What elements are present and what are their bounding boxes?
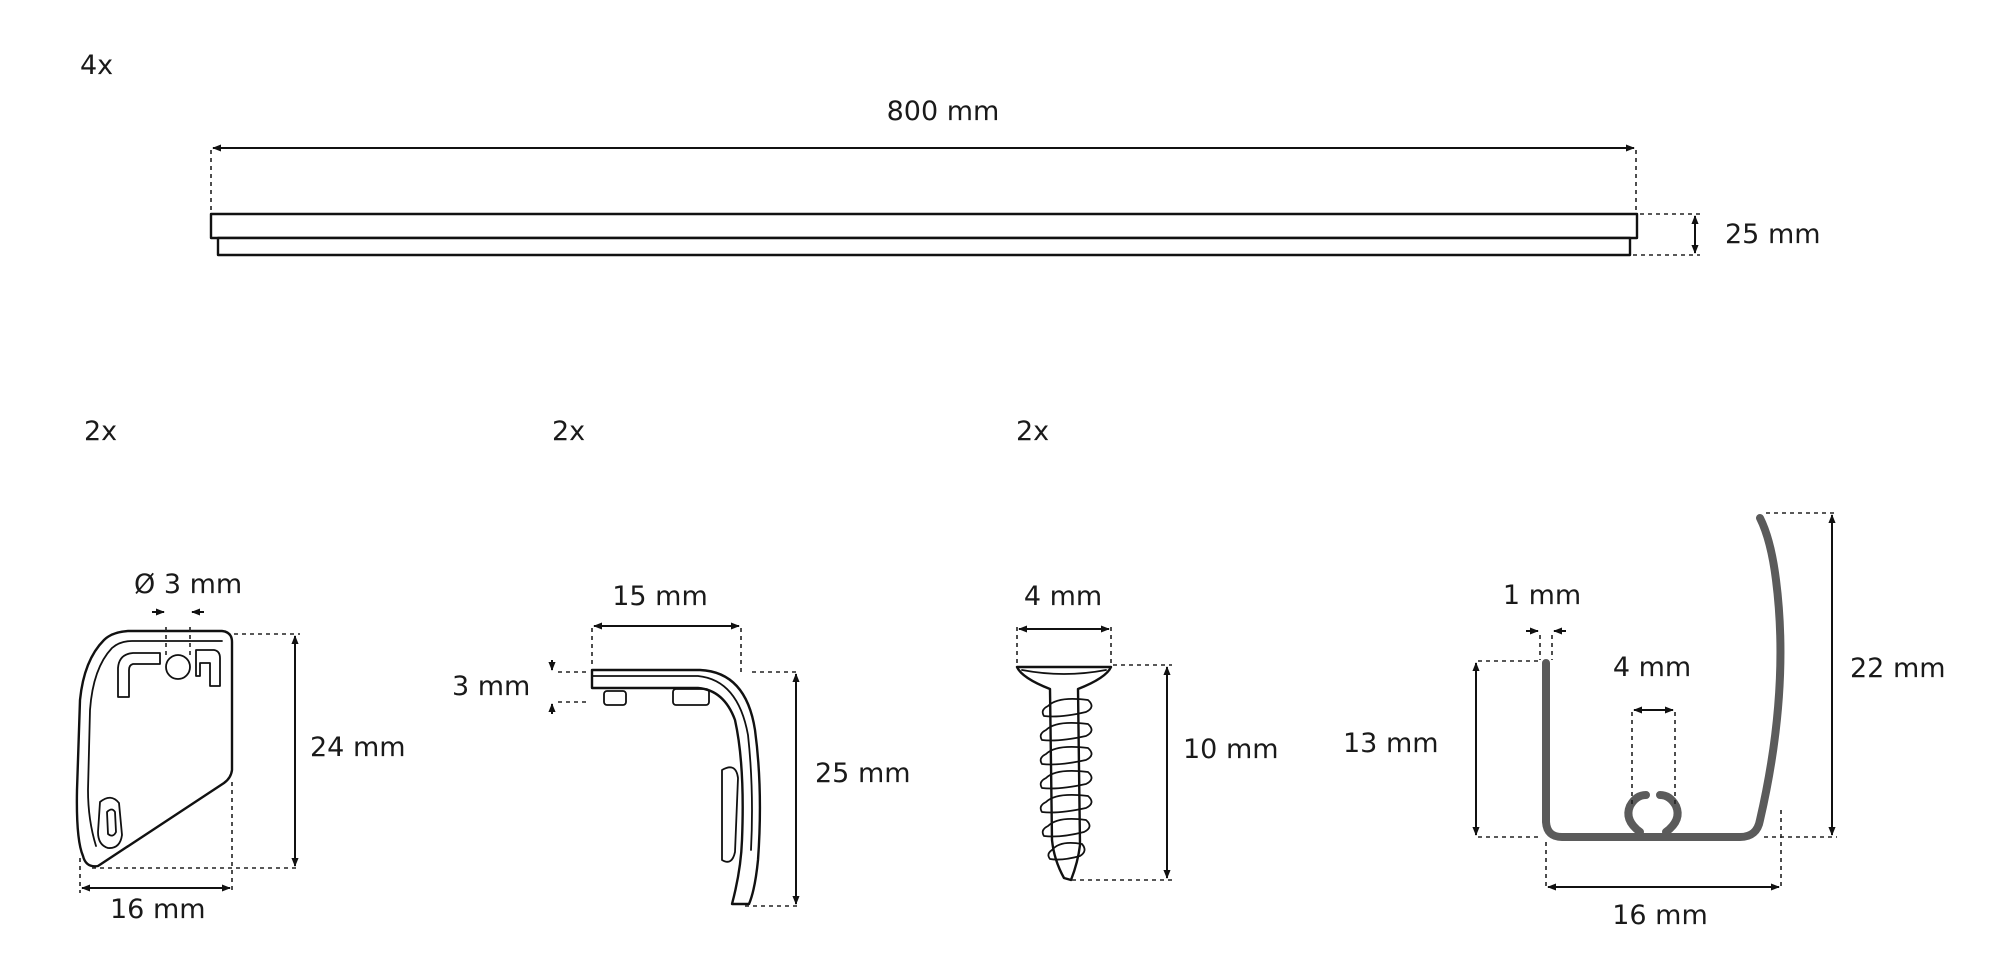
- bracket-tab-left: [603, 690, 627, 706]
- bracket-quantity: 2x: [552, 416, 585, 447]
- screw-body: [1015, 665, 1113, 882]
- rail-bottom-strip: [216, 236, 1632, 257]
- bracket-inner-line: [591, 675, 753, 851]
- profile-group: 1 mm 4 mm 13 mm 22 mm 16 mm: [1343, 512, 1946, 931]
- end-cap-body: [75, 629, 234, 868]
- rail-group: 4x 800 mm 25 mm: [80, 50, 1821, 257]
- screw-group: 2x 4 mm 10 mm: [1015, 416, 1279, 882]
- profile-width-label: 16 mm: [1612, 900, 1708, 931]
- end-cap-left-slot: [117, 652, 161, 698]
- end-cap-oval-hole: [97, 796, 123, 849]
- end-cap-inner-rim: [87, 640, 223, 847]
- screw-quantity: 2x: [1016, 416, 1049, 447]
- screw-head-label: 4 mm: [1024, 581, 1102, 612]
- bracket-group: 2x 15 mm 3 mm 25 mm: [452, 416, 911, 907]
- bracket-body: [590, 668, 762, 906]
- end-cap-right-slot: [195, 649, 221, 687]
- end-cap-oval-hole-inner: [106, 808, 117, 837]
- profile-channel: [1542, 514, 1785, 841]
- end-cap-height-label: 24 mm: [310, 732, 406, 763]
- profile-outer-height-label: 22 mm: [1850, 653, 1946, 684]
- rail-top-strip: [209, 212, 1639, 240]
- bracket-thickness-label: 3 mm: [452, 671, 530, 702]
- screw-length-label: 10 mm: [1183, 734, 1279, 765]
- bracket-tab-right: [672, 688, 710, 706]
- end-cap-quantity: 2x: [84, 416, 117, 447]
- profile-hook-right: [1656, 791, 1682, 836]
- end-cap-hole-label: Ø 3 mm: [134, 569, 242, 600]
- bracket-length-label: 15 mm: [612, 581, 708, 612]
- bracket-slot: [721, 766, 739, 863]
- rail-height-label: 25 mm: [1725, 219, 1821, 250]
- bracket-height-label: 25 mm: [815, 758, 911, 789]
- end-cap-group: 2x Ø 3 mm 24 mm 16 mm: [75, 416, 406, 925]
- end-cap-width-label: 16 mm: [110, 894, 206, 925]
- profile-slot-label: 4 mm: [1613, 652, 1691, 683]
- rail-length-label: 800 mm: [887, 96, 1000, 127]
- end-cap-hole: [165, 654, 191, 680]
- screw-threads: [1039, 697, 1093, 861]
- profile-hook-left: [1624, 791, 1650, 836]
- profile-wall-label: 1 mm: [1503, 580, 1581, 611]
- screw-head-line: [1021, 669, 1107, 675]
- profile-inner-height-label: 13 mm: [1343, 728, 1439, 759]
- rail-quantity: 4x: [80, 50, 113, 81]
